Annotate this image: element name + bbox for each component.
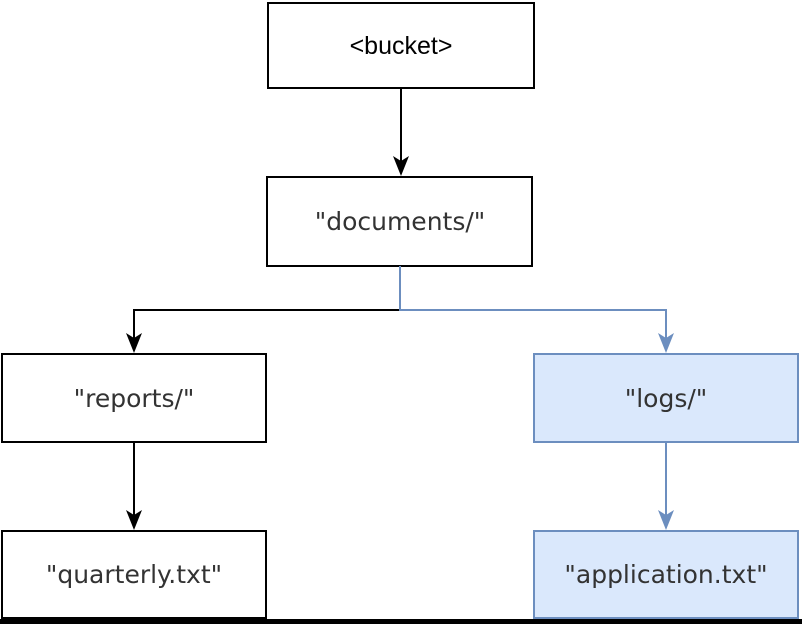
logs-label: "logs/" <box>625 384 708 413</box>
arrowhead-quarterly <box>126 510 142 530</box>
arrowhead-documents <box>393 156 409 176</box>
node-bucket: <bucket> <box>267 2 535 89</box>
edge-documents-reports <box>133 266 401 338</box>
bottom-edge-bar <box>0 619 802 624</box>
node-quarterly: "quarterly.txt" <box>1 530 267 619</box>
reports-box <box>1 353 267 443</box>
arrowhead-reports <box>126 333 142 353</box>
application-box <box>533 530 799 619</box>
edge-documents-logs <box>399 266 667 338</box>
node-application: "application.txt" <box>533 530 799 619</box>
bucket-label: <bucket> <box>350 32 453 60</box>
arrowhead-logs <box>658 333 674 353</box>
node-documents: "documents/" <box>266 176 533 267</box>
quarterly-label: "quarterly.txt" <box>46 560 222 589</box>
node-logs: "logs/" <box>533 353 799 443</box>
node-reports: "reports/" <box>1 353 267 443</box>
documents-box <box>266 176 533 267</box>
documents-label: "documents/" <box>315 207 486 236</box>
reports-label: "reports/" <box>74 384 195 413</box>
logs-box <box>533 353 799 443</box>
bucket-box <box>267 2 535 89</box>
application-label: "application.txt" <box>564 560 767 589</box>
quarterly-box <box>1 530 267 619</box>
arrowhead-application <box>658 510 674 530</box>
